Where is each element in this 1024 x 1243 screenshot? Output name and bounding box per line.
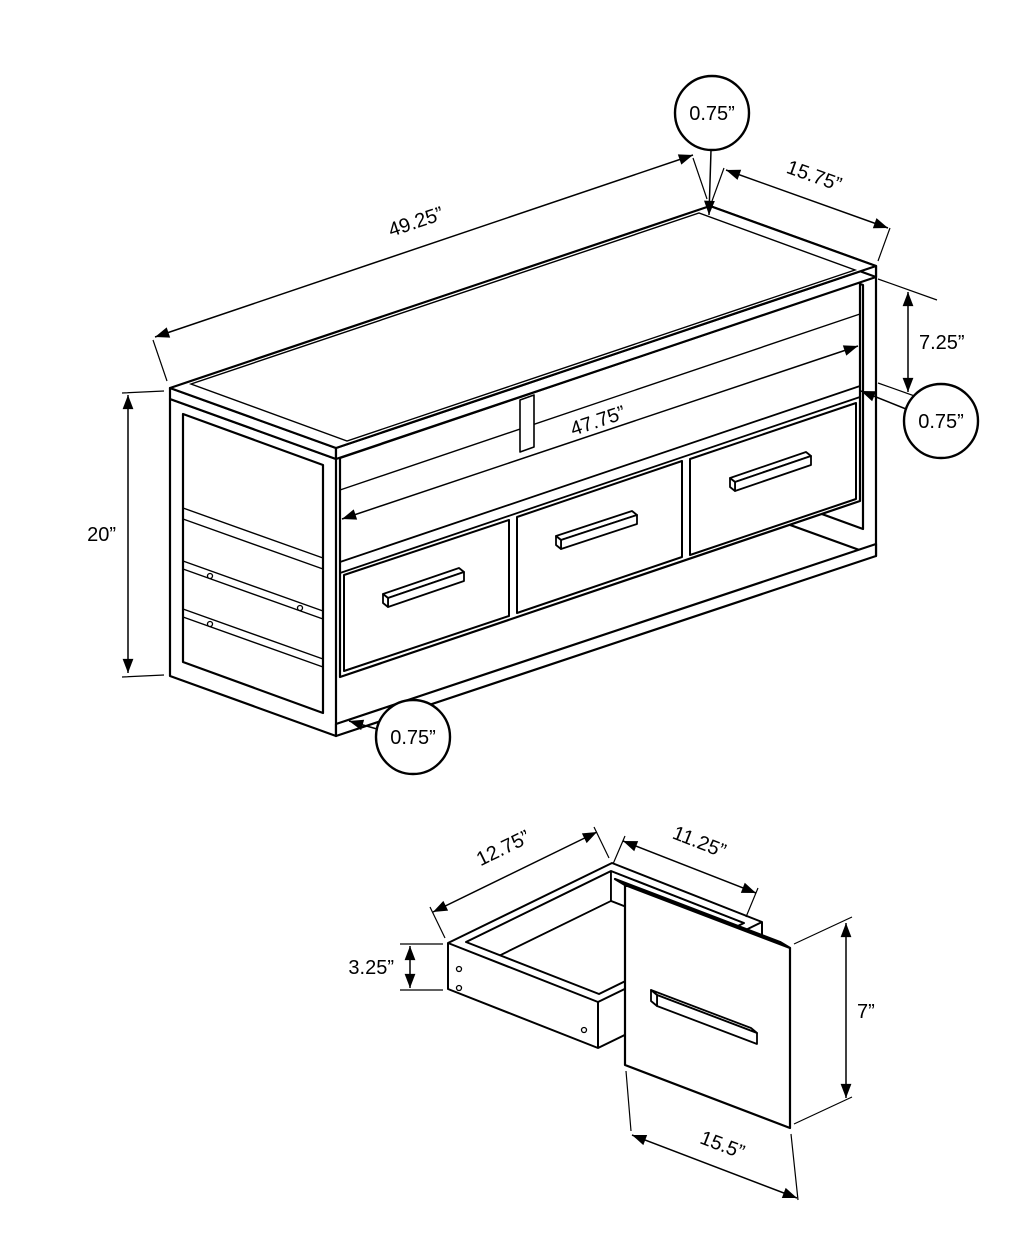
screw-dot xyxy=(455,984,463,992)
stand-shelf-thickness-label: 0.75” xyxy=(918,411,964,433)
callout-circle xyxy=(902,382,980,460)
drawer-front-height-label: 7” xyxy=(857,1001,875,1023)
stand-left-side-rails xyxy=(182,507,324,668)
screw-dot xyxy=(580,1026,588,1034)
drawer-handle-left xyxy=(382,567,465,608)
screw-dot xyxy=(455,965,463,973)
dim-drawer-front-height: 7” xyxy=(793,916,879,1125)
tv-stand-drawing: 49.25” 15.75” 20” 7.25” 47.75” xyxy=(83,74,980,776)
stand-height-label: 20” xyxy=(87,524,116,546)
callout-circle xyxy=(374,698,452,776)
stand-bottom-rail xyxy=(334,542,878,738)
drawer-front-width-label: 15.5” xyxy=(697,1127,747,1164)
callout-circle xyxy=(673,74,751,152)
dim-stand-height: 20” xyxy=(83,390,165,678)
bubble-top-thickness: 0.75” xyxy=(673,74,751,216)
bubble-shelf-thickness: 0.75” xyxy=(860,382,980,460)
screw-dot xyxy=(296,604,304,612)
stand-width-label: 49.25” xyxy=(386,203,447,242)
dim-drawer-side-height: 3.25” xyxy=(344,943,443,991)
stand-top-thickness-label: 0.75” xyxy=(689,103,735,125)
drawer-panel-handle xyxy=(650,989,758,1045)
drawer-inner-width-label: 11.25” xyxy=(669,822,728,863)
dim-stand-shelf-clearance: 7.25” xyxy=(877,278,969,405)
stand-frame-thickness-label: 0.75” xyxy=(390,727,436,749)
bubble-frame-thickness: 0.75” xyxy=(348,698,452,776)
drawer-front-left xyxy=(343,519,510,672)
screw-dot xyxy=(206,572,214,580)
drawer-side-height-label: 3.25” xyxy=(348,957,394,979)
drawer-front-panel xyxy=(623,883,792,1130)
drawer-drawing: 12.75” 11.25” 3.25” 7” 15.5” xyxy=(344,818,879,1201)
drawer-depth-label: 12.75” xyxy=(473,826,534,871)
stand-depth-label: 15.75” xyxy=(784,156,845,196)
stand-shelf-clearance-label: 7.25” xyxy=(919,332,965,354)
stand-shelf-divider xyxy=(519,394,535,453)
screw-dot xyxy=(206,620,214,628)
